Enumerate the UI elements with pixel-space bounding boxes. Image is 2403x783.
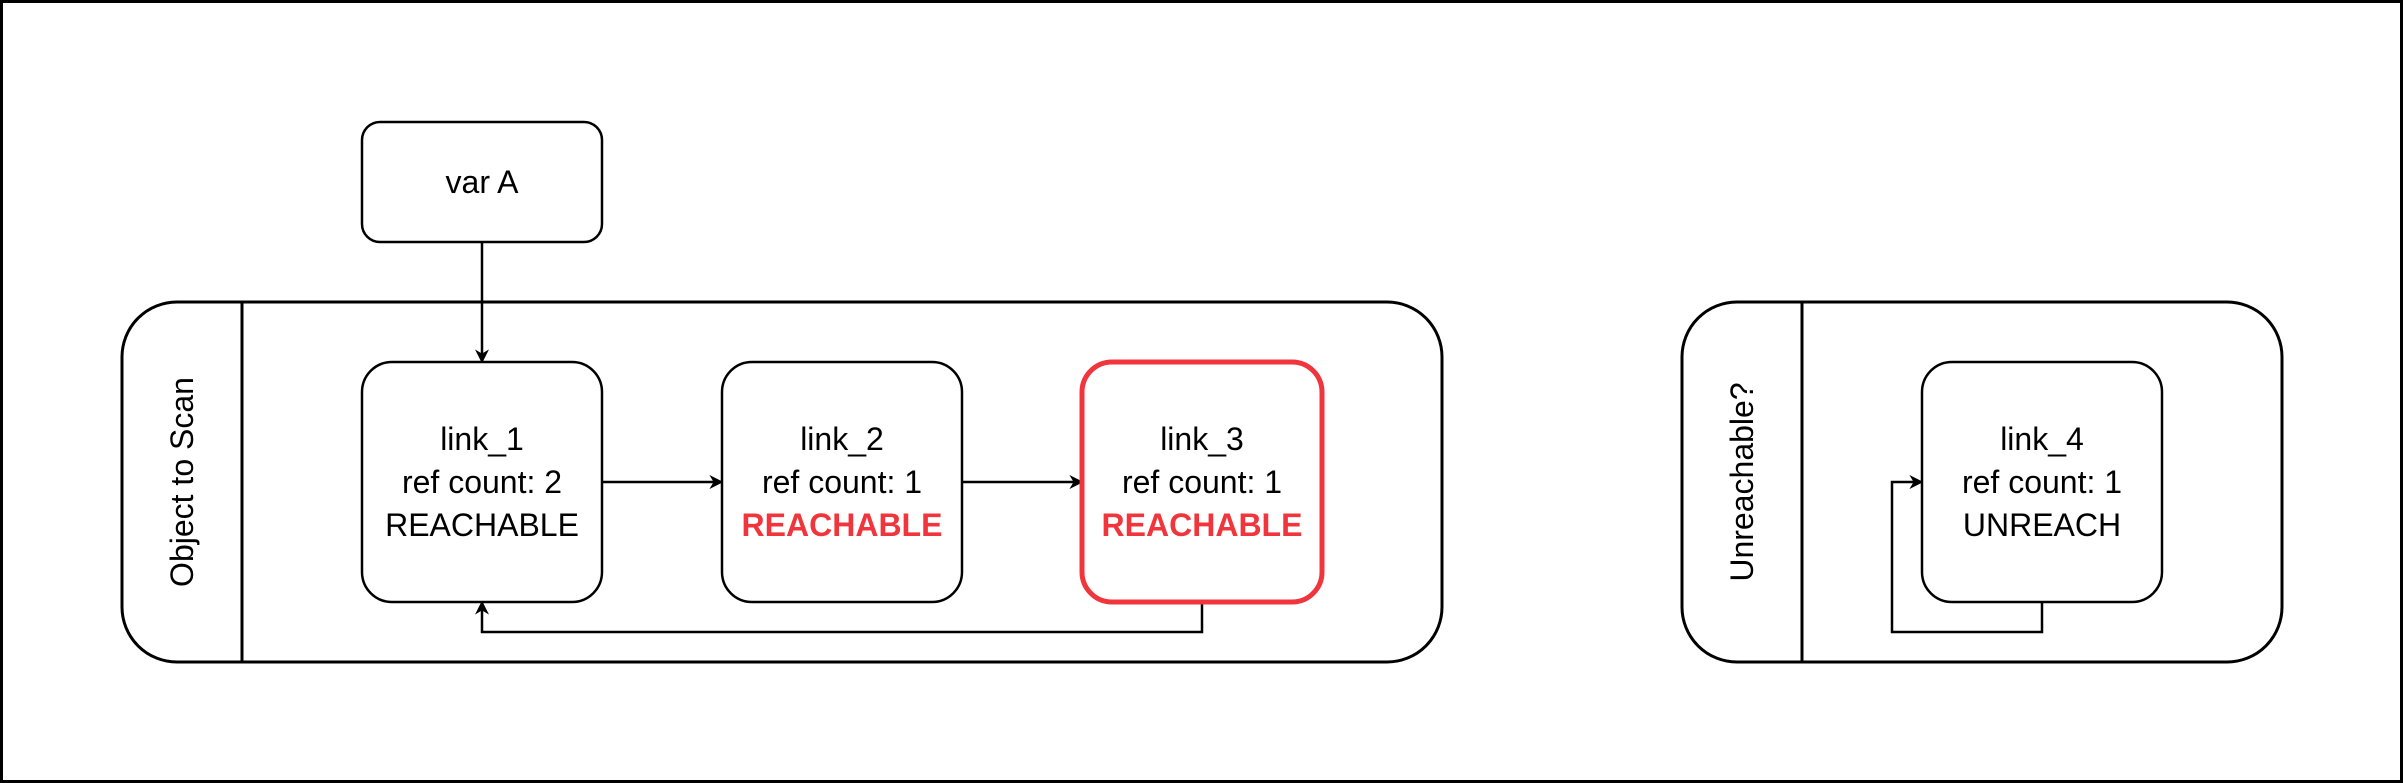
node-link-2: link_2 ref count: 1 REACHABLE [720,360,964,604]
node-link-4-box [1920,360,2164,604]
node-link-4-name: link_4 [2000,421,2084,457]
node-link-3-state: REACHABLE [1102,507,1303,543]
node-link-2-name: link_2 [800,421,884,457]
edge-link-4-self-loop [1890,475,2044,634]
node-link-1-name: link_1 [440,421,524,457]
node-link-4: link_4 ref count: 1 UNREACH [1920,360,2164,604]
node-link-1-state: REACHABLE [385,507,579,543]
container-object-to-scan-title: Object to Scan [164,377,200,587]
node-link-4-state: UNREACH [1963,507,2121,543]
node-link-1: link_1 ref count: 2 REACHABLE [360,360,604,604]
node-link-3-name: link_3 [1160,421,1244,457]
node-link-2-state: REACHABLE [742,507,943,543]
container-unreachable-title: Unreachable? [1724,382,1760,581]
edges [475,242,2044,634]
node-var-a-box [360,120,604,244]
node-var-a: var A [360,120,604,244]
node-link-3-ref-count: ref count: 1 [1122,464,1282,500]
node-link-4-ref-count: ref count: 1 [1962,464,2122,500]
node-link-2-ref-count: ref count: 1 [762,464,922,500]
node-link-1-box [360,360,604,604]
node-link-3: link_3 ref count: 1 REACHABLE [1079,359,1325,605]
node-link-2-box [720,360,964,604]
node-link-3-box [1079,359,1325,605]
node-var-a-label: var A [446,164,520,200]
node-link-1-ref-count: ref count: 2 [402,464,562,500]
edge-link-3-to-link-1 [475,600,1204,634]
